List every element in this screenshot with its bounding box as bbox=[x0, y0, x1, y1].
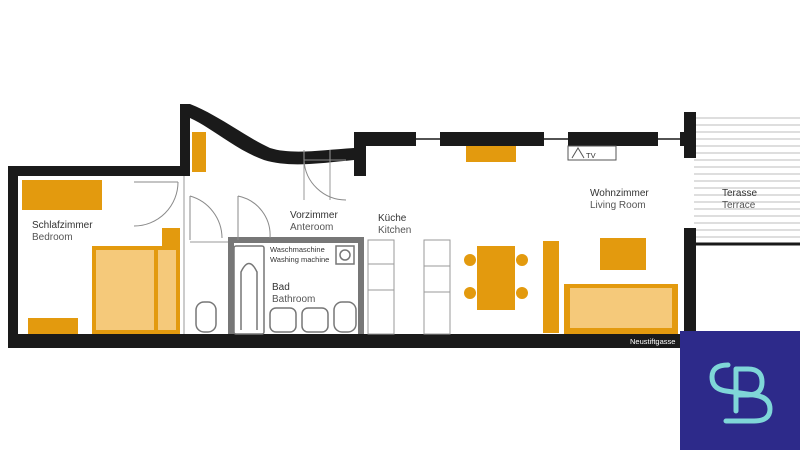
living-label-de: Wohnzimmer bbox=[590, 188, 649, 199]
doors bbox=[133, 159, 347, 240]
terrace-label-en: Terrace bbox=[722, 200, 756, 211]
outer-walls bbox=[8, 104, 696, 348]
bath-label-de: Bad bbox=[272, 282, 290, 293]
anteroom-label-de: Vorzimmer bbox=[290, 210, 338, 221]
sp-logo-icon bbox=[680, 331, 800, 450]
tv-label: TV bbox=[586, 151, 596, 160]
room-labels: Schlafzimmer Bedroom Vorzimmer Anteroom … bbox=[32, 188, 757, 346]
partitions bbox=[228, 237, 364, 334]
bathroom-fixtures bbox=[195, 245, 357, 335]
bedroom-label-en: Bedroom bbox=[32, 232, 73, 243]
bath-label-en: Bathroom bbox=[272, 294, 315, 305]
terrace-label-de: Terasse bbox=[722, 188, 757, 199]
logo-box bbox=[680, 331, 800, 450]
kitchen-label-de: Küche bbox=[378, 213, 407, 224]
bedroom-label-de: Schlafzimmer bbox=[32, 220, 93, 231]
tv-unit: TV bbox=[567, 145, 617, 161]
kitchen-counters bbox=[367, 239, 451, 335]
street-label: Neustiftgasse bbox=[630, 337, 675, 346]
anteroom-label-en: Anteroom bbox=[290, 222, 333, 233]
kitchen-label-en: Kitchen bbox=[378, 225, 411, 236]
washing-label-de: Waschmaschine bbox=[270, 245, 325, 254]
living-label-en: Living Room bbox=[590, 200, 646, 211]
terrace-deck bbox=[692, 112, 800, 246]
thin-lines bbox=[183, 150, 331, 334]
furniture bbox=[22, 132, 678, 334]
washing-label-en: Washing machine bbox=[270, 255, 329, 264]
